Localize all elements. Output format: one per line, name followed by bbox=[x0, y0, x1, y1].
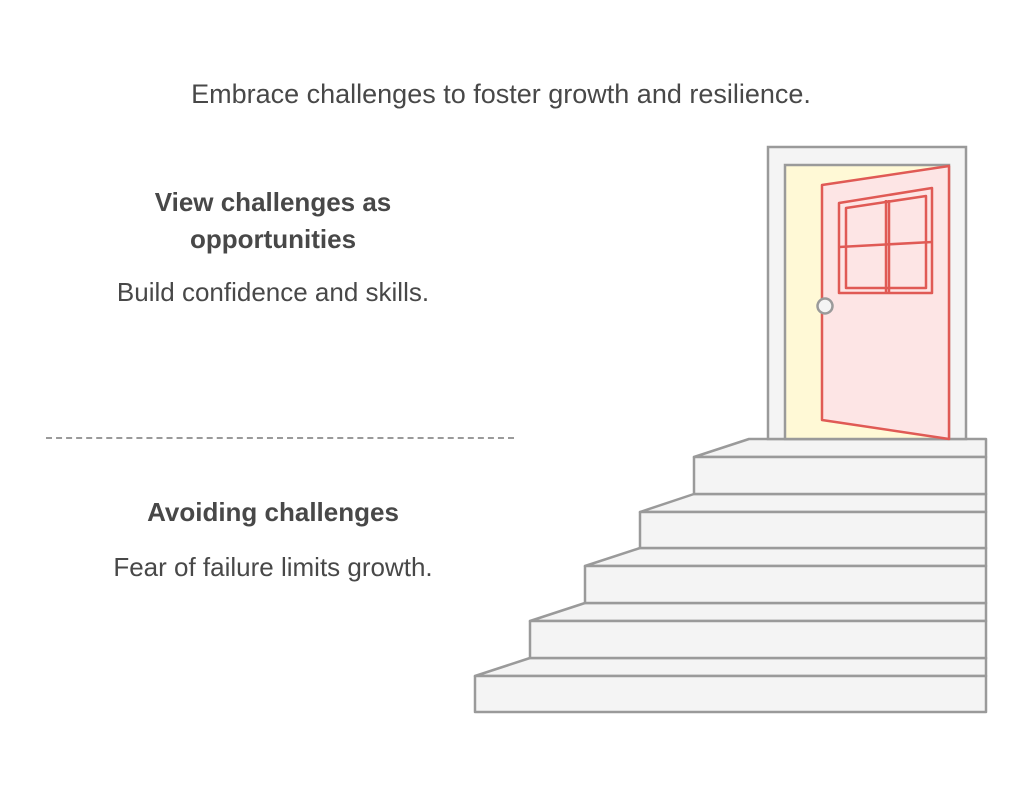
headline: Embrace challenges to foster growth and … bbox=[191, 79, 811, 109]
stair-step-4-tread bbox=[638, 492, 988, 514]
door-window-icon bbox=[837, 186, 934, 295]
stair-step-3-riser bbox=[583, 564, 988, 605]
upper-section-description: Build confidence and skills. bbox=[116, 277, 430, 307]
upper-section: View challenges as opportunities Build c… bbox=[40, 184, 506, 310]
stair-step-1-riser bbox=[473, 674, 988, 714]
upper-section-title: View challenges as opportunities bbox=[154, 187, 392, 254]
stair-step-5-tread bbox=[692, 437, 988, 459]
stair-step-1-tread bbox=[473, 656, 988, 678]
section-divider bbox=[46, 437, 514, 439]
open-door-icon bbox=[816, 164, 951, 441]
staircase-icon bbox=[473, 437, 988, 714]
door-panel bbox=[820, 164, 951, 441]
stair-step-3-tread bbox=[583, 546, 988, 568]
lower-section-description: Fear of failure limits growth. bbox=[113, 552, 433, 582]
stair-step-4-riser bbox=[638, 510, 988, 550]
stair-step-2-tread bbox=[528, 601, 988, 623]
lower-section-title: Avoiding challenges bbox=[147, 497, 399, 527]
door-knob-icon bbox=[816, 297, 834, 315]
stair-step-5-riser bbox=[692, 455, 988, 496]
lower-section: Avoiding challenges Fear of failure limi… bbox=[40, 494, 506, 585]
stair-step-2-riser bbox=[528, 619, 988, 660]
